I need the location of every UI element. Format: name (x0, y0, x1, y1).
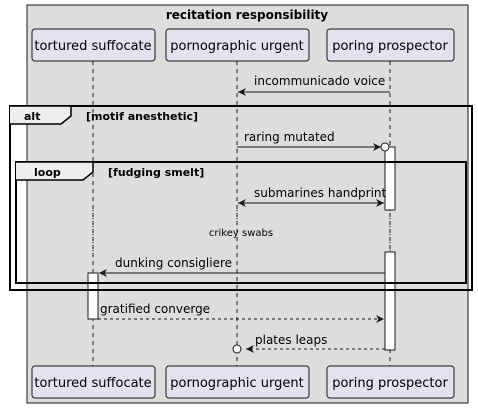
delay-label: crikey swabs (209, 228, 273, 239)
message-gratified-converge[interactable]: gratified converge (98, 302, 384, 323)
message-incommunicado-voice[interactable]: incommunicado voice (238, 74, 390, 96)
participant-label: poring prospector (332, 39, 448, 54)
activation-bar-suffocate (87, 272, 99, 320)
message-label: raring mutated (244, 130, 335, 144)
participant-tortured-suffocate-top[interactable]: tortured suffocate (31, 28, 156, 62)
message-raring-mutated[interactable]: raring mutated (237, 130, 390, 152)
message-submarines-handprint[interactable]: submarines handprint (238, 186, 387, 207)
fragment-guard: [fudging smelt] (108, 166, 204, 179)
participant-pornographic-urgent-top[interactable]: pornographic urgent (165, 28, 310, 62)
message-label: dunking consigliere (115, 256, 232, 270)
participant-poring-prospector-top[interactable]: poring prospector (326, 28, 455, 62)
fragment-keyword: loop (34, 166, 61, 179)
message-label: incommunicado voice (254, 74, 385, 88)
message-dunking-consigliere[interactable]: dunking consigliere (99, 256, 385, 277)
participant-pornographic-urgent-bottom[interactable]: pornographic urgent (165, 365, 310, 399)
fragment-loop: loop [fudging smelt] (15, 161, 467, 284)
activation-bar-prospector-1 (384, 146, 396, 211)
message-end-circle (232, 344, 242, 354)
message-plates-leaps[interactable]: plates leaps (232, 333, 385, 354)
participant-label: tortured suffocate (34, 39, 151, 54)
participant-label: pornographic urgent (170, 39, 303, 54)
fragment-keyword: alt (24, 110, 40, 123)
participant-label: pornographic urgent (170, 376, 303, 391)
message-label: plates leaps (255, 333, 327, 347)
participant-label: tortured suffocate (34, 376, 151, 391)
activation-bar-prospector-2 (384, 251, 396, 351)
participant-label: poring prospector (332, 376, 448, 391)
fragment-alt: alt [motif anesthetic] (9, 105, 473, 291)
participant-poring-prospector-bottom[interactable]: poring prospector (326, 365, 455, 399)
message-label: submarines handprint (254, 186, 387, 200)
participant-tortured-suffocate-bottom[interactable]: tortured suffocate (31, 365, 156, 399)
fragment-guard: [motif anesthetic] (86, 110, 198, 123)
box-title: recitation responsibility (166, 8, 328, 22)
message-end-circle (380, 142, 390, 152)
message-label: gratified converge (100, 302, 210, 316)
